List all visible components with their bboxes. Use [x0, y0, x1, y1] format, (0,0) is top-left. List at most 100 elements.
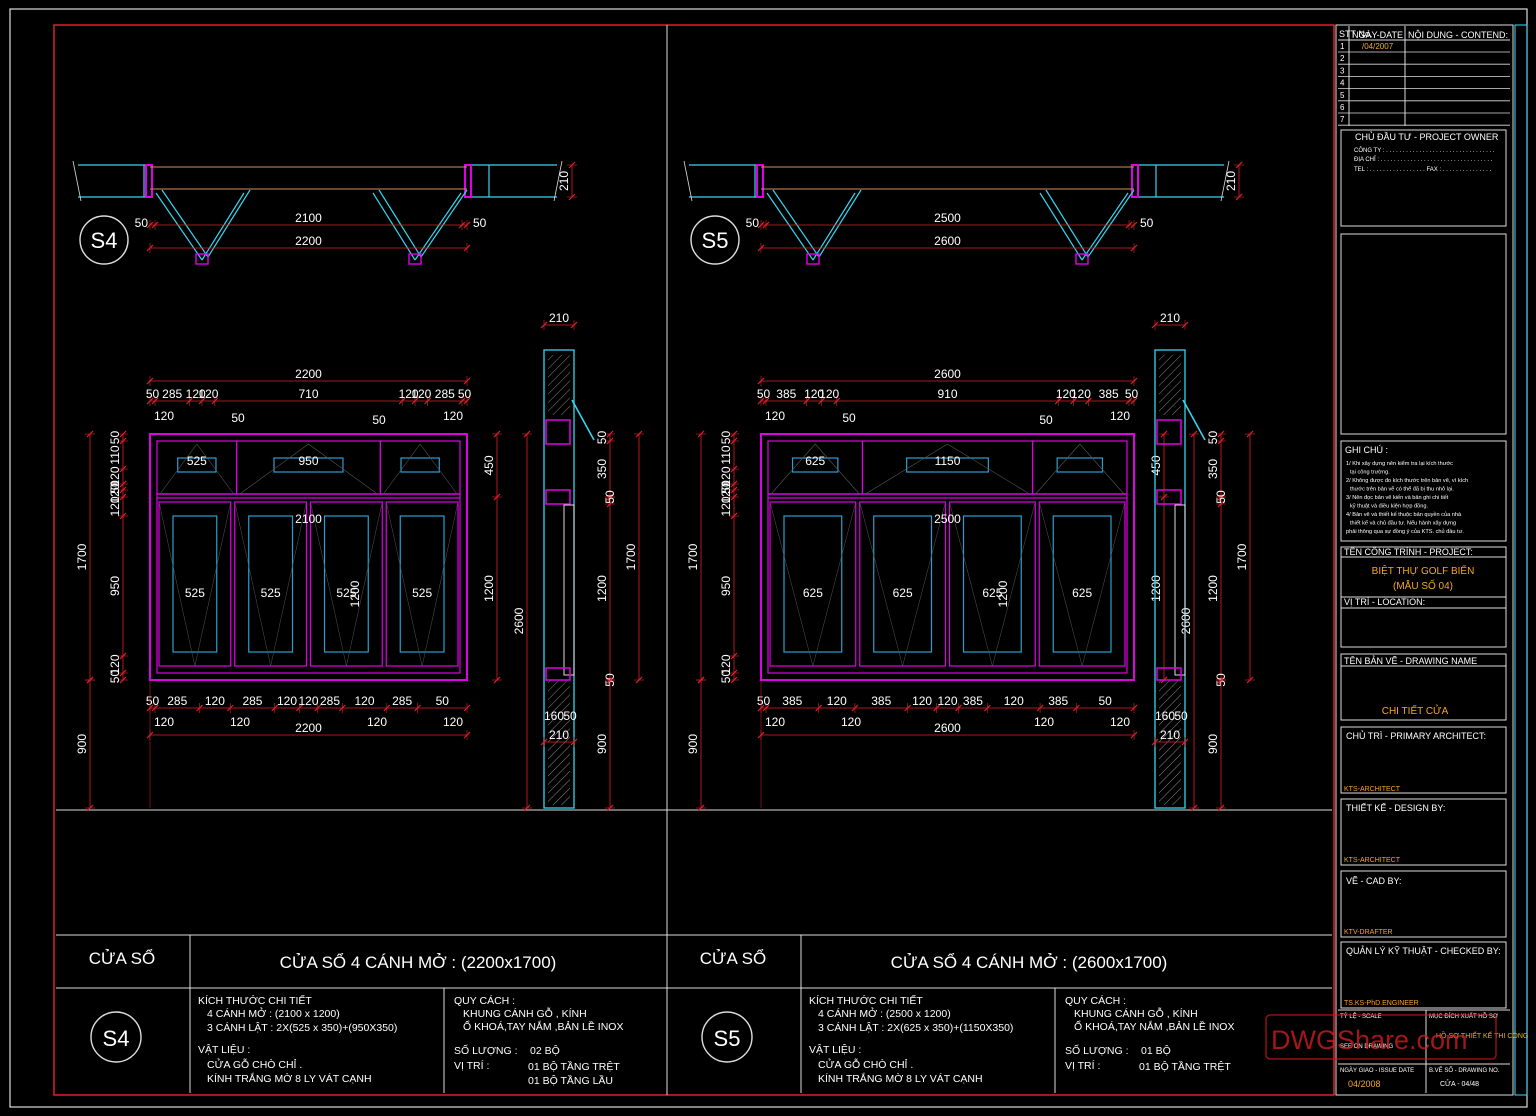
dim-label: 110 [108, 445, 122, 464]
dim-label: 2200 [295, 234, 322, 248]
project-name: BIỆT THỰ GOLF BIỂN [1372, 564, 1475, 577]
section-hatch [1159, 355, 1181, 415]
sash [158, 501, 232, 667]
sash-glass [873, 515, 933, 653]
dim-label: 50 [1125, 387, 1139, 401]
rev-date-header: NGÀY-DATE [1352, 30, 1403, 40]
dim-label: 900 [1206, 734, 1220, 754]
scale-label: TỶ LỆ - SCALE [1340, 1012, 1382, 1020]
plan-sash [207, 189, 251, 258]
dim-label: 50 [231, 411, 245, 425]
legend-tag: S5 [714, 1026, 741, 1051]
watermark-box [1265, 1014, 1497, 1060]
section-hatch [548, 680, 570, 805]
dim-label: 2600 [934, 721, 961, 735]
dim-label: 50 [1099, 694, 1113, 708]
note-line: thiết kế và chủ đầu tư. Nếu hành xây dựn… [1350, 520, 1456, 527]
dim-label: 50 [473, 216, 487, 230]
sash-glass [323, 515, 369, 653]
dim-label: 120 [819, 387, 839, 401]
legend-tag: S4 [103, 1026, 130, 1051]
opening-line [814, 443, 860, 495]
opening-line [239, 443, 309, 495]
scale-value: SEE ON DRAWING [1340, 1044, 1393, 1050]
plan-hinge [1075, 253, 1089, 265]
owner-address: ĐỊA CHỈ : . . . . . . . . . . . . . . . … [1354, 156, 1493, 163]
dim-label: 210 [549, 311, 569, 325]
issue-value: 04/2008 [1348, 1079, 1381, 1089]
dim-label: 2200 [295, 721, 322, 735]
dim-label: 50 [372, 413, 386, 427]
dim-label: 120 [411, 387, 431, 401]
dim-label: 50 [108, 480, 122, 494]
opening-line [1079, 443, 1125, 495]
section-transom [1156, 489, 1182, 505]
section-sash [563, 504, 575, 676]
dim-label: 120 [443, 409, 463, 423]
rev-date: /04/2007 [1362, 42, 1394, 51]
dim-label: 50 [458, 387, 472, 401]
dim-label: 50 [595, 431, 609, 445]
section-sash [1174, 504, 1186, 676]
spec-quality-line: KHUNG CÁNH GỖ , KÍNH [463, 1007, 587, 1020]
spec-title: KÍCH THƯỚC CHI TIẾT [198, 994, 312, 1007]
dim-label: 1700 [75, 543, 89, 570]
dim-label: 50 [1140, 216, 1154, 230]
dim-label: 50 [108, 431, 122, 445]
opening-line [159, 443, 198, 495]
spec-quality-line: Ổ KHOÁ,TAY NẮM ,BẢN LỀ INOX [1074, 1020, 1234, 1033]
rev-no-header: STT No. [1339, 29, 1372, 39]
opening-line [386, 501, 423, 667]
sash-height: 1200 [996, 580, 1010, 607]
dim-label: 285 [320, 694, 340, 708]
dim-label: 1200 [1206, 575, 1220, 602]
sash-width: 625 [982, 586, 1002, 600]
note-line: kỹ thuật và điều kiện hợp đồng. [1350, 504, 1428, 510]
opening-line [310, 501, 347, 667]
section-hatch [1159, 680, 1181, 805]
project-subname: (MẪU SỐ 04) [1393, 578, 1453, 592]
section-dim: 160 [1155, 709, 1175, 723]
material-line: KÍNH TRẮNG MỜ 8 LY VÁT CẠNH [207, 1072, 372, 1085]
drawing-no-label: B.VẼ SỐ - DRAWING NO. [1429, 1067, 1500, 1074]
section-vent [1182, 399, 1206, 441]
sash-width: 525 [185, 586, 205, 600]
dim-label: 120 [765, 715, 785, 729]
opening-line [1035, 443, 1081, 495]
note-line: 3/ Nên đọc bản vẽ kiến và bản ghi chi ti… [1346, 495, 1449, 501]
sash [309, 501, 383, 667]
drawing-name-label: TÊN BẢN VẼ - DRAWING NAME [1344, 655, 1477, 666]
material-line: CỬA GỖ CHÒ CHỈ . [818, 1058, 913, 1071]
plan-sash [1081, 192, 1129, 261]
position-value: 01 BỘ TẦNG TRỆT [1139, 1060, 1231, 1073]
opening-line [270, 501, 307, 667]
material-line: CỬA GỖ CHÒ CHỈ . [207, 1058, 302, 1071]
plan-hinge [806, 253, 820, 265]
owner-tel: TEL : . . . . . . . . . . . . . . . . . … [1354, 167, 1491, 173]
qty-label: SỐ LƯỢNG : [454, 1043, 517, 1057]
transom-vent [400, 457, 440, 473]
design-value: KTS-ARCHITECT [1344, 857, 1401, 864]
dim-label: 50 [719, 480, 733, 494]
title-block-frame [1335, 24, 1514, 1096]
dim-label: 120 [1110, 409, 1130, 423]
opening-line [770, 443, 816, 495]
opening-line [949, 501, 993, 667]
dim-label: 120 [1056, 387, 1076, 401]
dim-label: 120 [1110, 715, 1130, 729]
dim-label: 285 [242, 694, 262, 708]
checked-value: TS.KS-PhD.ENGINEER [1344, 1000, 1419, 1007]
sash-width: 525 [412, 586, 432, 600]
dim-label: 120 [1034, 715, 1054, 729]
section-dim: 50 [1214, 490, 1228, 504]
dim-label: 120 [298, 694, 318, 708]
transom-width: 950 [298, 454, 318, 468]
dim-label: 50 [146, 387, 160, 401]
sash-width: 625 [1072, 586, 1092, 600]
opening-line [196, 443, 234, 495]
dim-label: 120 [205, 694, 225, 708]
dim-label: 50 [135, 216, 149, 230]
plan-sash [812, 192, 856, 261]
